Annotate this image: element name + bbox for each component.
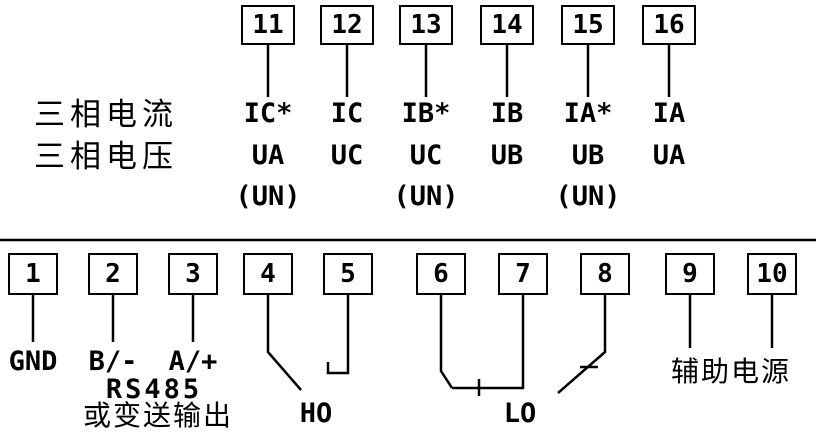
terminal-box-13: 13	[399, 5, 453, 45]
terminal-box-1: 1	[8, 253, 58, 295]
ho-relay-contact-symbol	[266, 295, 350, 391]
current-label-terminal-12: IC	[330, 98, 364, 129]
top-terminal-wires	[266, 45, 671, 97]
transmit-output-label: 或变送输出	[82, 400, 233, 431]
current-label-terminal-14: IB	[490, 98, 524, 129]
lo-relay-contact-symbol	[439, 295, 607, 396]
row-label-three-phase-voltage: 三相电压	[34, 139, 178, 174]
row-label-three-phase-current: 三相电流	[34, 97, 178, 132]
bottom-terminal-wires	[31, 295, 774, 348]
voltage-label-terminal-15: UB	[571, 140, 605, 171]
terminal-box-15: 15	[561, 5, 615, 45]
current-label-terminal-11: IC*	[243, 98, 293, 129]
terminal-box-4: 4	[243, 253, 293, 295]
voltage-label-terminal-11: UA	[251, 140, 285, 171]
terminal-box-14: 14	[480, 5, 534, 45]
rs485-label: RS485	[105, 374, 203, 405]
gnd-label: GND	[8, 346, 58, 377]
current-label-terminal-15: IA*	[563, 98, 613, 129]
terminal-box-3: 3	[168, 253, 218, 295]
neutral-label-terminal-11: (UN)	[235, 181, 301, 212]
terminal-box-16: 16	[642, 5, 696, 45]
neutral-label-terminal-13: (UN)	[393, 181, 459, 212]
voltage-label-terminal-14: UB	[490, 140, 524, 171]
rs485-a-label: A/+	[168, 346, 218, 377]
terminal-box-2: 2	[88, 253, 138, 295]
current-label-terminal-13: IB*	[401, 98, 451, 129]
terminal-box-8: 8	[580, 253, 630, 295]
rs485-b-label: B/-	[88, 346, 138, 377]
terminal-box-6: 6	[416, 253, 466, 295]
neutral-label-terminal-15: (UN)	[555, 181, 621, 212]
voltage-label-terminal-13: UC	[409, 140, 443, 171]
terminal-box-9: 9	[665, 253, 715, 295]
aux-power-label: 辅助电源	[670, 356, 791, 387]
terminal-box-5: 5	[323, 253, 373, 295]
terminal-box-11: 11	[241, 5, 295, 45]
voltage-label-terminal-16: UA	[652, 140, 686, 171]
terminal-box-12: 12	[320, 5, 374, 45]
current-label-terminal-16: IA	[652, 98, 686, 129]
voltage-label-terminal-12: UC	[330, 140, 364, 171]
terminal-box-7: 7	[498, 253, 548, 295]
terminal-box-10: 10	[747, 253, 797, 295]
ho-label: HO	[299, 398, 333, 429]
lo-label: LO	[503, 398, 537, 429]
